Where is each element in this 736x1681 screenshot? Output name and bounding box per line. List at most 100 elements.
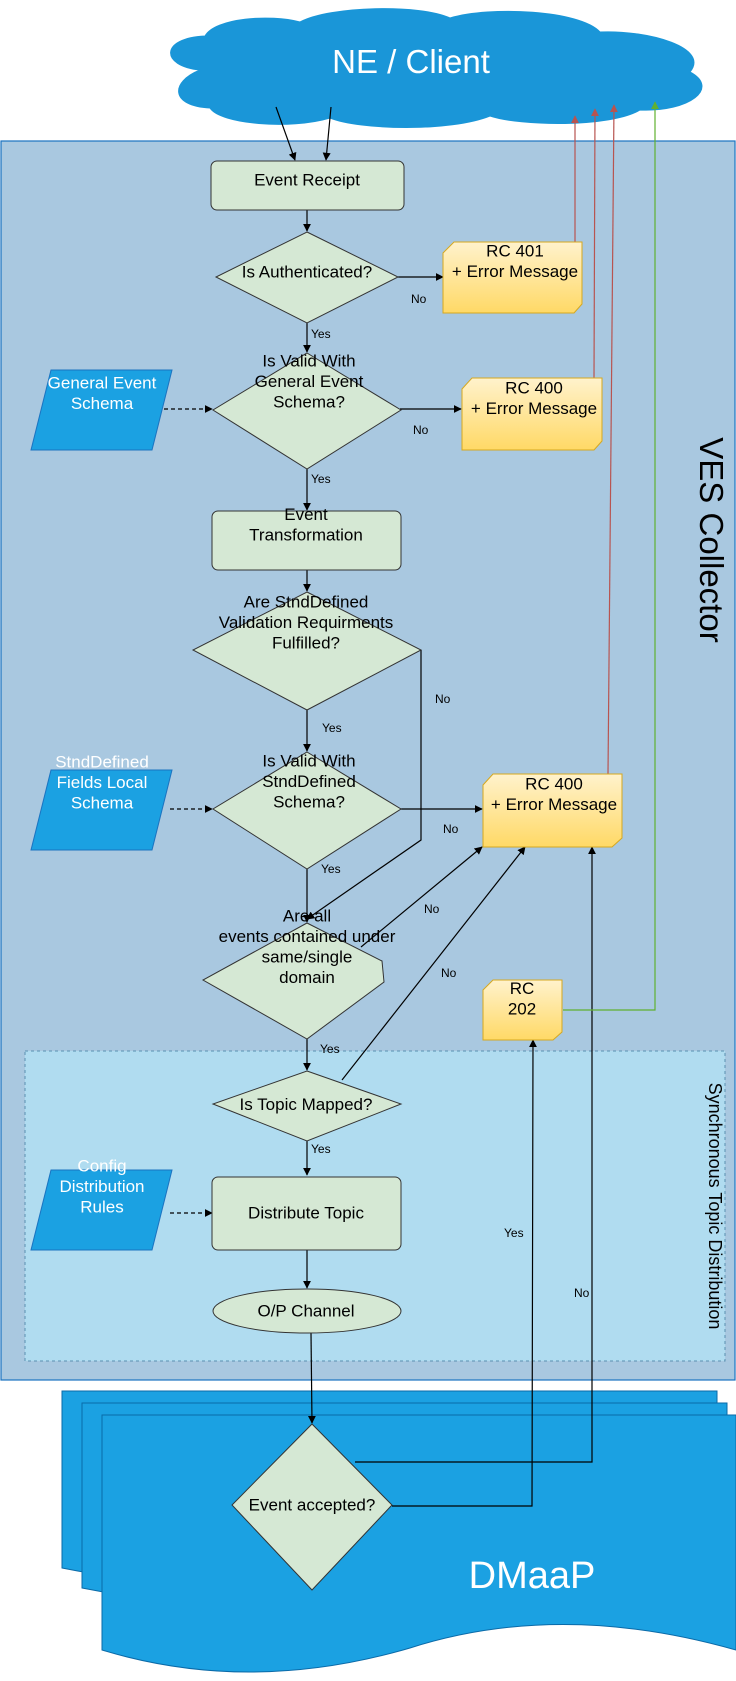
label-line: Fields Local xyxy=(57,773,148,792)
label-line: StndDefined xyxy=(55,753,149,772)
edge-label-general-yes: Yes xyxy=(311,472,331,486)
label-line: Are StndDefined xyxy=(244,593,369,612)
label-line: StndDefined xyxy=(262,772,356,791)
rc400-a-card xyxy=(461,377,603,451)
label-line: Config xyxy=(77,1157,126,1176)
is-authenticated-decision xyxy=(214,231,400,324)
edge-label-stnd-no: No xyxy=(443,822,459,836)
config-distribution-rules-data xyxy=(30,1169,173,1251)
event-receipt-label: Event Receipt xyxy=(254,171,360,190)
valid-general-decision xyxy=(212,352,402,470)
return-edges xyxy=(563,101,659,1011)
topic-mapped-decision xyxy=(211,1070,403,1142)
label-line: + Error Message xyxy=(452,262,578,281)
edge-label-auth-yes: Yes xyxy=(311,327,331,341)
collector-title: VES Collector xyxy=(693,437,730,642)
label-line: O/P Channel xyxy=(257,1302,354,1321)
edge-label-req-no: No xyxy=(435,692,451,706)
rc400-b-label: RC 400 + Error Message xyxy=(491,774,617,814)
ne-client-cloud xyxy=(170,8,703,128)
edge-label-domain-yes: Yes xyxy=(320,1042,340,1056)
label-line: Is Topic Mapped? xyxy=(240,1095,373,1114)
label-line: Fulfilled? xyxy=(272,634,340,653)
edge-topic-no xyxy=(341,846,526,1081)
rc401-label: RC 401 + Error Message xyxy=(452,241,578,281)
rc400-b-card xyxy=(482,773,623,848)
label-line: Schema? xyxy=(273,793,345,812)
edge-label-domain-no: No xyxy=(424,902,440,916)
edge-accepted-yes xyxy=(392,1039,537,1507)
label-line: same/single xyxy=(262,947,353,966)
label-line: Rules xyxy=(80,1198,123,1217)
edge-rc202-return xyxy=(563,101,659,1011)
edge-label-stnd-yes: Yes xyxy=(321,862,341,876)
label-line: General Event xyxy=(255,372,364,391)
event-accepted-label: Event accepted? xyxy=(249,1496,376,1515)
edge-label-req-yes: Yes xyxy=(322,721,342,735)
op-channel-label: O/P Channel xyxy=(257,1302,354,1321)
label-line: General Event xyxy=(48,373,157,392)
label-line: Are all xyxy=(283,906,331,925)
rc202-card xyxy=(482,979,563,1041)
label-line: Validation Requirments xyxy=(219,613,394,632)
dmaap-label: DMaaP xyxy=(469,1555,596,1597)
label-line: Event accepted? xyxy=(249,1496,376,1515)
edge-client-to-receipt-1 xyxy=(275,106,297,161)
edge-label-accepted-yes: Yes xyxy=(504,1226,524,1240)
label-line: Distribute Topic xyxy=(248,1204,364,1223)
edge-client-to-receipt-2 xyxy=(322,106,332,161)
label-line: Is Authenticated? xyxy=(242,263,372,282)
edge-label-auth-no: No xyxy=(411,292,427,306)
label-line: Is Valid With xyxy=(262,752,355,771)
topic-mapped-label: Is Topic Mapped? xyxy=(240,1095,373,1114)
edge-label-general-no: No xyxy=(413,423,429,437)
stnd-fields-schema-data xyxy=(30,769,173,851)
edge-rc400b-return xyxy=(607,104,618,775)
general-event-schema-data xyxy=(30,369,173,451)
label-line: Schema xyxy=(71,794,134,813)
same-domain-decision xyxy=(201,922,385,1040)
label-line: RC 401 xyxy=(486,241,544,260)
label-line: Transformation xyxy=(249,525,363,544)
distribute-topic-node xyxy=(211,1176,402,1251)
rc401-card xyxy=(442,241,583,314)
edge-label-topic-yes: Yes xyxy=(311,1142,331,1156)
flow-edges xyxy=(164,106,596,1507)
label-line: Distribution xyxy=(59,1177,144,1196)
label-line: + Error Message xyxy=(491,795,617,814)
edge-channel-to-dmaap xyxy=(307,1332,316,1424)
stnd-requirements-decision xyxy=(191,591,423,711)
label-line: RC xyxy=(510,979,535,998)
label-line: Schema? xyxy=(273,393,345,412)
distribute-topic-label: Distribute Topic xyxy=(248,1204,364,1223)
label-line: RC 400 xyxy=(505,378,563,397)
sync-section-title: Synchronous Topic Distribution xyxy=(705,1083,725,1330)
dmaap-stack xyxy=(61,1390,736,1673)
event-receipt-node xyxy=(210,160,405,211)
edge-accepted-no xyxy=(355,846,596,1463)
label-line: Event xyxy=(284,505,328,524)
label-line: 202 xyxy=(508,999,536,1018)
client-label: NE / Client xyxy=(332,43,490,80)
label-line: RC 400 xyxy=(525,774,583,793)
edge-req-no xyxy=(306,650,422,920)
label-line: Schema xyxy=(71,394,134,413)
edge-label-accepted-no: No xyxy=(574,1286,590,1300)
rc400-a-label: RC 400 + Error Message xyxy=(471,378,597,418)
label-line: domain xyxy=(279,968,335,987)
label-line: + Error Message xyxy=(471,399,597,418)
edge-label-topic-no: No xyxy=(441,966,457,980)
label-line: Is Valid With xyxy=(262,352,355,371)
event-accepted-decision xyxy=(231,1423,393,1591)
op-channel-node xyxy=(212,1288,402,1334)
